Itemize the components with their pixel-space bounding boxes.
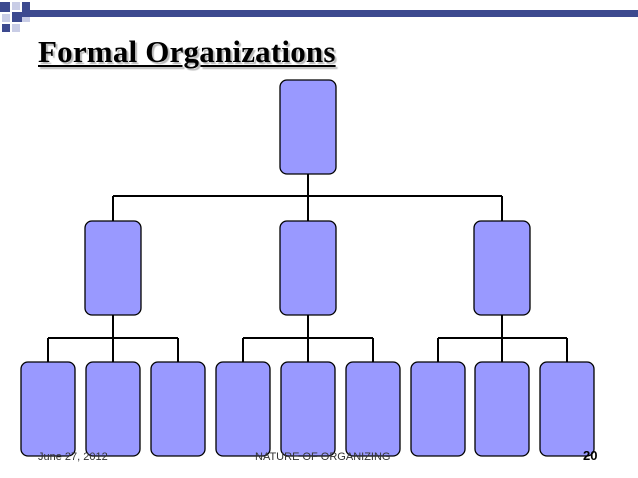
org-box-bottom-1-1: [20, 361, 76, 457]
org-box-bottom-3-2: [474, 361, 530, 457]
footer-title: NATURE OF ORGANIZING: [255, 451, 391, 463]
org-box-bottom-1-3: [150, 361, 206, 457]
footer-date: June 27, 2012: [38, 451, 108, 463]
org-box-top: [279, 79, 337, 175]
org-box-bottom-3-3: [539, 361, 595, 457]
slide-title: Formal Organizations: [38, 34, 336, 69]
org-box-mid-3: [473, 220, 531, 316]
org-box-bottom-2-1: [215, 361, 271, 457]
corner-decoration: [0, 2, 30, 32]
org-chart-connectors: [47, 174, 568, 362]
org-box-bottom-2-2: [280, 361, 336, 457]
org-box-mid-1: [84, 220, 142, 316]
org-chart-boxes: [20, 79, 595, 457]
page-number: 20: [583, 448, 598, 463]
header-bar: [22, 10, 638, 17]
org-box-bottom-2-3: [345, 361, 401, 457]
org-box-bottom-3-1: [410, 361, 466, 457]
org-box-bottom-1-2: [85, 361, 141, 457]
org-box-mid-2: [279, 220, 337, 316]
